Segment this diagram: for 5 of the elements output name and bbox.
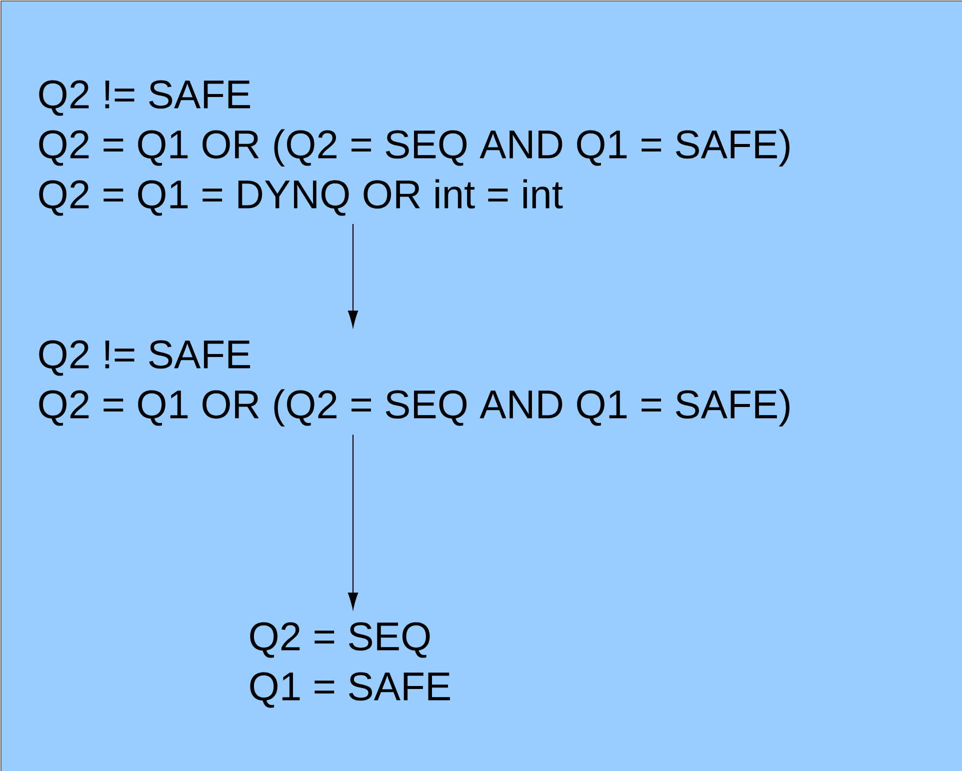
- arrow: [348, 434, 358, 610]
- statement-text: Q2 != SAFE Q2 = Q1 OR (Q2 = SEQ AND Q1 = SAFE): [39, 340, 790, 426]
- arrow: [348, 224, 358, 328]
- statement-text: Q2 = SEQ Q1 = SAFE: [250, 622, 450, 708]
- statement-text: Q2 != SAFE Q2 = Q1 OR (Q2 = SEQ AND Q1 = SAFE) Q2 = Q1 = DYNQ OR int = int: [39, 80, 790, 216]
